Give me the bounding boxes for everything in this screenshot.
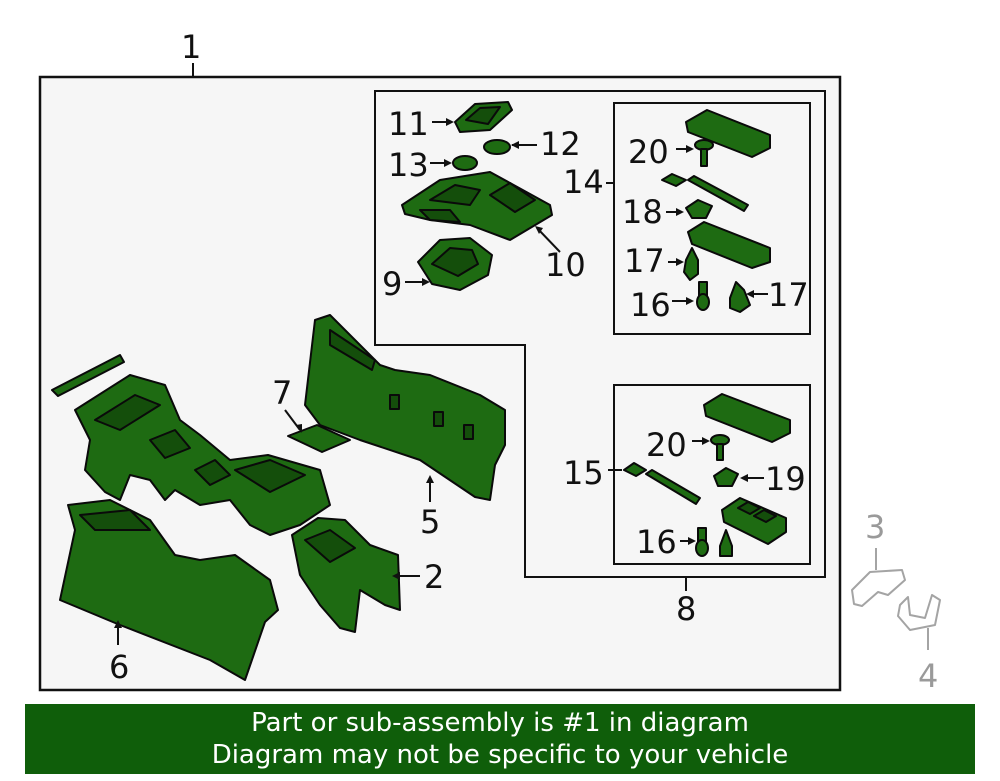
part-19-clip	[713, 467, 739, 487]
subassembly-8-frame	[374, 90, 826, 578]
callout-1[interactable]: 1	[181, 28, 201, 66]
part-10-top-panel	[401, 171, 553, 241]
parts-diagram: 1 8 14 11 12 13 10 9	[38, 28, 941, 695]
callout-19[interactable]: 19	[765, 460, 806, 498]
part-4-clip	[897, 594, 941, 631]
part-17-bumper-b	[729, 281, 751, 313]
kit-15-frame	[613, 384, 811, 565]
part-15-bumper	[719, 529, 733, 557]
callout-17b[interactable]: 17	[768, 276, 809, 314]
part-console-frame	[51, 354, 331, 536]
callout-10[interactable]: 10	[545, 246, 586, 284]
part-20-screw-a	[694, 139, 714, 167]
leader-10	[536, 227, 561, 253]
part-14-lid	[685, 109, 771, 158]
part-15-lid	[703, 393, 791, 443]
part-20-screw-b	[710, 434, 730, 461]
callout-8[interactable]: 8	[676, 590, 696, 628]
callout-13[interactable]: 13	[388, 146, 429, 184]
info-banner: Part or sub-assembly is #1 in diagram Di…	[25, 704, 975, 774]
part-7-pad	[287, 424, 351, 453]
part-2-bracket	[291, 517, 401, 633]
callout-15[interactable]: 15	[563, 454, 604, 492]
part-14-base	[687, 221, 771, 269]
kit-14-frame	[613, 102, 811, 335]
part-16-fastener-b	[695, 527, 709, 557]
callout-14[interactable]: 14	[563, 163, 604, 201]
callout-20a[interactable]: 20	[628, 133, 669, 171]
banner-line-2: Diagram may not be specific to your vehi…	[211, 740, 789, 770]
part-15-rod	[645, 469, 701, 505]
part-14-clip	[661, 173, 687, 187]
callout-16b[interactable]: 16	[636, 523, 677, 561]
part-13-mat	[452, 155, 478, 171]
part-9-bin	[417, 237, 493, 291]
callout-3[interactable]: 3	[865, 508, 885, 546]
part-15-clip	[623, 462, 647, 477]
callout-20b[interactable]: 20	[646, 426, 687, 464]
part-12-mat	[483, 139, 511, 155]
callout-7[interactable]: 7	[272, 374, 292, 412]
callout-4[interactable]: 4	[918, 657, 938, 695]
callout-18[interactable]: 18	[622, 193, 663, 231]
part-14-rod	[687, 175, 749, 212]
banner-line-1: Part or sub-assembly is #1 in diagram	[251, 708, 749, 738]
part-17-bumper-a	[683, 247, 699, 281]
part-6-left-panel	[59, 499, 279, 681]
callout-9[interactable]: 9	[382, 265, 402, 303]
part-16-fastener-a	[696, 281, 710, 311]
callout-5[interactable]: 5	[420, 503, 440, 541]
part-3-bracket	[851, 569, 906, 607]
part-11-mat	[454, 101, 513, 133]
part-15-base	[721, 497, 787, 545]
callout-17a[interactable]: 17	[624, 242, 665, 280]
callout-2[interactable]: 2	[424, 558, 444, 596]
part-18-clip	[685, 199, 713, 219]
callout-16a[interactable]: 16	[630, 286, 671, 324]
callout-6[interactable]: 6	[109, 648, 129, 686]
callout-12[interactable]: 12	[540, 125, 581, 163]
callout-11[interactable]: 11	[388, 105, 429, 143]
part-5-right-panel	[304, 314, 506, 501]
